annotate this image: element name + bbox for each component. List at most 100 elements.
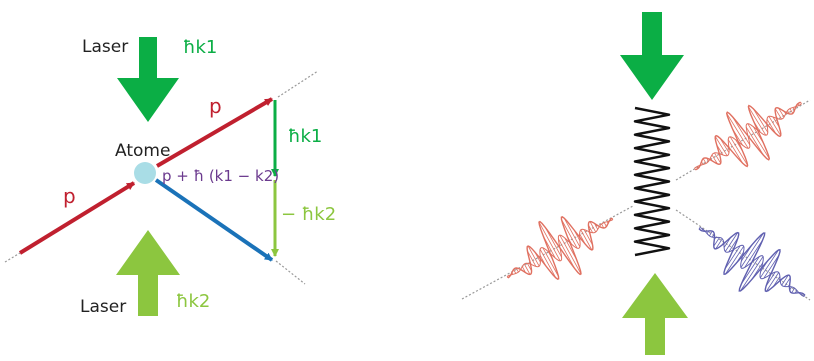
wave-hatch (783, 111, 787, 115)
guide-lower-left (4, 252, 21, 263)
wave-hatch (694, 168, 696, 171)
laser-bottom-label: Laser (80, 297, 126, 317)
wave-hatch (701, 228, 703, 231)
wave-hatch (513, 269, 517, 274)
wave-hatch (772, 276, 781, 287)
wave-hatch (526, 263, 532, 272)
wave-hatch (579, 233, 586, 245)
wave-hatch (521, 266, 526, 273)
wave-hatch (580, 229, 593, 251)
wave-hatch (752, 108, 769, 133)
atom-circle (134, 162, 156, 184)
wave-hatch (606, 221, 609, 224)
left-panel: Laser ħk1 Atome p p p + ħ (k1 − k2) ħk1 … (4, 37, 336, 317)
wave-hatch (714, 136, 728, 156)
wave-hatch (542, 247, 559, 277)
wave-hatch (567, 236, 572, 245)
wave-hatch (726, 113, 749, 149)
wave-hatch (527, 250, 537, 267)
wave-envelope (506, 219, 614, 277)
wave-hatch (752, 126, 765, 144)
wave-hatch (563, 218, 581, 247)
wave-hatch (588, 224, 594, 233)
lower-wave-packet (698, 226, 806, 298)
wave-hatch (748, 106, 767, 136)
wave-hatch (760, 260, 769, 272)
wave-hatch (711, 233, 715, 238)
wave-hatch (728, 237, 739, 253)
wave-hatch (759, 249, 779, 279)
wave-hatch (794, 290, 798, 294)
right-bottom-arrow (622, 273, 688, 355)
wave-hatch (709, 157, 713, 161)
p-upper-label: p (209, 94, 222, 118)
wave-hatch (564, 237, 578, 261)
wave-hatch (589, 221, 597, 233)
wave-hatch (714, 152, 722, 164)
wave-hatch (542, 235, 556, 259)
wave-hatch (706, 157, 709, 162)
wave-hatch (732, 116, 751, 146)
wave-hatch (789, 108, 794, 114)
wave-hatch (744, 239, 764, 268)
wave-hatch (544, 227, 562, 258)
right-panel (461, 12, 811, 355)
wave-hatch (594, 223, 599, 230)
standing-wave-coil (633, 106, 671, 257)
momentum-label: p + ħ (k1 − k2) (162, 167, 279, 185)
wave-envelope (699, 226, 805, 298)
laser-bottom-arrow (116, 230, 180, 316)
wave-hatch (781, 274, 789, 286)
wave-hatch (779, 278, 783, 282)
wave-hatch (765, 271, 776, 287)
wave-hatch (800, 101, 802, 104)
wave-hatch (731, 128, 744, 146)
upper-wave-packet (694, 101, 802, 171)
upper-path (155, 97, 274, 168)
wave-hatch (751, 262, 764, 280)
wave-hatch (529, 261, 532, 265)
wave-hatch (778, 107, 785, 118)
wave-hatch (768, 116, 782, 136)
wave-hatch (603, 222, 607, 227)
wave-hatch (539, 249, 557, 278)
wave-envelope (694, 103, 802, 169)
wave-hatch (702, 158, 707, 164)
hk2-bottom-label: ħk2 (176, 291, 210, 312)
wave-hatch (561, 219, 578, 249)
wave-hatch (583, 229, 593, 246)
wave-hatch (769, 270, 773, 276)
wave-hatch (775, 115, 779, 120)
atome-label: Atome (115, 141, 170, 161)
wave-hatch (740, 256, 764, 292)
wave-hatch (765, 272, 780, 292)
laser-top-arrow (117, 37, 179, 122)
wave-hatch (803, 294, 806, 297)
wave-hatch (784, 277, 791, 287)
wave-hatch (724, 245, 741, 270)
wave-hatch (721, 242, 725, 246)
wave-hatch (713, 237, 720, 247)
wave-hatch (735, 252, 744, 264)
wave-hatch (735, 139, 743, 152)
wave-hatch (753, 120, 761, 133)
wave-hatch (740, 232, 764, 268)
incoming-beam (18, 181, 136, 255)
wave-hatch (523, 263, 531, 275)
wave-hatch (709, 230, 713, 237)
wave-hatch (573, 229, 581, 241)
wave-hatch (740, 256, 760, 285)
wave-hatch (774, 108, 782, 120)
wave-hatch (611, 217, 614, 220)
wave-hatch (715, 238, 723, 250)
wave-hatch (706, 230, 710, 234)
wave-hatch (740, 244, 753, 262)
p-lower-label: p (63, 184, 76, 208)
wave-hatch (701, 161, 704, 165)
wave-hatch (745, 126, 764, 156)
incoming-wave-packet (506, 215, 614, 281)
wave-hatch (696, 166, 699, 169)
wave-hatch (559, 234, 582, 275)
wave-hatch (698, 227, 701, 230)
